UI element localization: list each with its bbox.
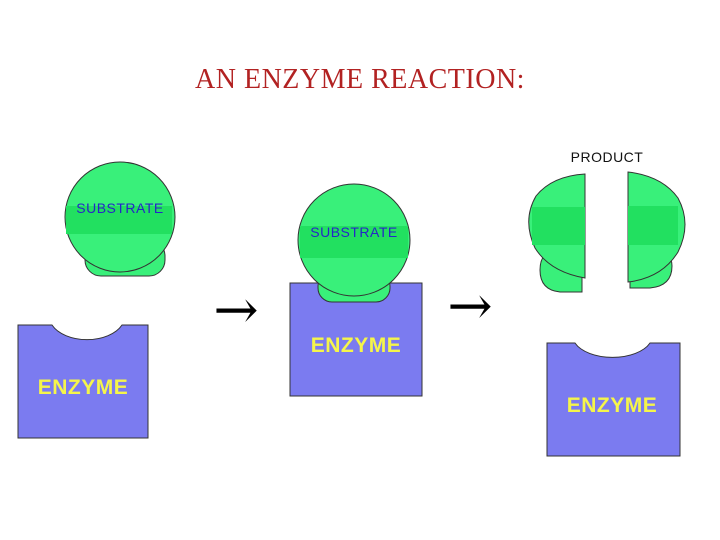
stage-2: ENZYME SUBSTRATE bbox=[289, 183, 423, 397]
substrate-label-2: SUBSTRATE bbox=[310, 224, 397, 240]
enzyme-1: ENZYME bbox=[17, 324, 149, 439]
stage-1: SUBSTRATE ENZYME bbox=[17, 161, 176, 439]
product-label: PRODUCT bbox=[571, 149, 644, 165]
enzyme-label-2: ENZYME bbox=[311, 334, 402, 357]
substrate-molecule-1: SUBSTRATE bbox=[64, 161, 176, 277]
product-left bbox=[528, 173, 586, 293]
reaction-arrow-2: → bbox=[447, 274, 492, 337]
stage-3: PRODUCT ENZYME bbox=[528, 149, 686, 457]
diagram-title: AN ENZYME REACTION: bbox=[195, 64, 525, 95]
substrate-molecule-2: SUBSTRATE bbox=[297, 183, 411, 303]
substrate-label-1: SUBSTRATE bbox=[76, 200, 163, 216]
enzyme-label-1: ENZYME bbox=[38, 376, 129, 399]
product-right bbox=[627, 171, 686, 289]
enzyme-label-3: ENZYME bbox=[567, 394, 658, 417]
enzyme-3: ENZYME bbox=[546, 342, 681, 457]
reaction-arrow-1: → bbox=[213, 278, 258, 341]
